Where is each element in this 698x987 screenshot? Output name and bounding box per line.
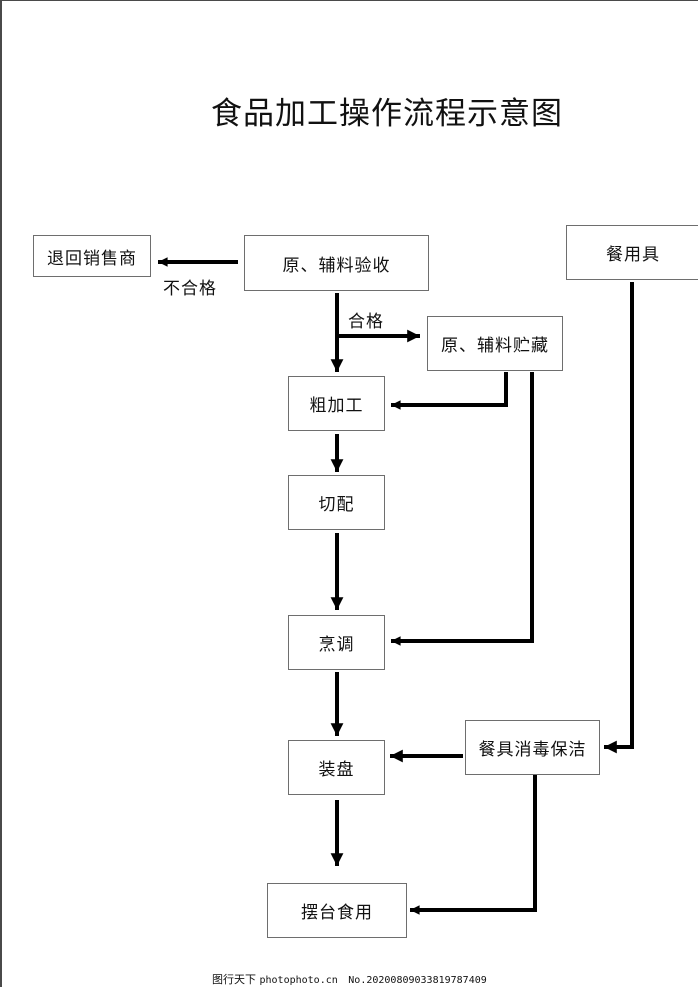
node-label: 原、辅料验收 — [282, 255, 391, 276]
arrow-tableware-to-disinfection — [604, 282, 634, 754]
node-label: 摆台食用 — [301, 903, 373, 923]
node-label: 退回销售商 — [47, 248, 137, 269]
footer-domain: photophoto.cn — [259, 975, 338, 986]
watermark-footer: 图行天下 photophoto.cn No.202008090338197874… — [212, 971, 487, 987]
node-label: 装盘 — [318, 760, 355, 780]
edge-label-unqualified: 不合格 — [163, 279, 217, 299]
node-return-to-seller: 退回销售商 — [33, 235, 151, 277]
edge-label-qualified: 合格 — [348, 312, 384, 332]
page-border-left — [0, 0, 2, 987]
page-border-top — [0, 0, 698, 1]
node-cutting: 切配 — [288, 475, 385, 530]
node-label: 餐具消毒保洁 — [478, 740, 587, 760]
node-label: 原、辅料贮藏 — [441, 336, 549, 356]
arrow-storage-to-rough — [391, 372, 508, 410]
node-plating: 装盘 — [288, 740, 385, 795]
node-tableware-disinfection: 餐具消毒保洁 — [465, 720, 600, 775]
node-label: 切配 — [318, 495, 355, 515]
footer-site-name: 图行天下 — [212, 973, 256, 986]
node-tableware: 餐用具 — [566, 225, 698, 280]
node-label: 烹调 — [318, 635, 355, 655]
diagram-title: 食品加工操作流程示意图 — [211, 96, 563, 132]
node-rough-processing: 粗加工 — [288, 376, 385, 431]
arrow-storage-to-cooking — [391, 372, 534, 646]
node-raw-material-storage: 原、辅料贮藏 — [427, 316, 563, 371]
node-serving: 摆台食用 — [267, 883, 407, 938]
node-label: 粗加工 — [309, 396, 364, 416]
node-raw-material-inspection: 原、辅料验收 — [244, 235, 429, 291]
arrow-disinfection-to-serving — [410, 773, 537, 915]
node-cooking: 烹调 — [288, 615, 385, 670]
node-label: 餐用具 — [606, 245, 660, 265]
footer-number: No.20200809033819787409 — [348, 975, 487, 986]
